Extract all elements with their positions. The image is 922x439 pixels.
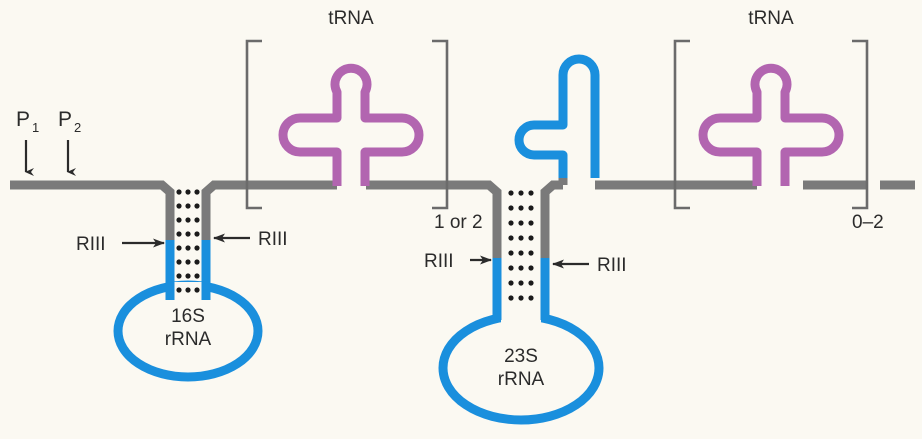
riii-16s-left: RIII <box>76 234 165 255</box>
rrna-16s-stem-rejoin <box>165 240 211 300</box>
bracket-trailer-left <box>673 39 690 210</box>
bracket-spacer-trna <box>245 39 449 210</box>
rrna-23s-label-line1: 23S <box>504 346 538 367</box>
bracket-trailer-count: 0–2 <box>852 212 884 233</box>
rrna-16s-label-line1: 16S <box>171 306 205 327</box>
bracket-trailer-trna <box>673 39 869 210</box>
riii-23s-left-label: RIII <box>424 251 454 272</box>
bracket-trailer-right <box>852 39 869 210</box>
promoter-p1: P 1 <box>16 108 39 176</box>
promoter-p2-subscript: 2 <box>74 120 81 135</box>
riii-16s-right-label: RIII <box>258 229 288 250</box>
transcript-backbone <box>10 178 915 258</box>
promoter-p1-subscript: 1 <box>32 120 39 135</box>
riii-16s-left-label: RIII <box>76 234 106 255</box>
basepair-dots-16s <box>176 189 200 293</box>
riii-23s-right-label: RIII <box>597 255 627 276</box>
bracket-spacer-left <box>245 39 262 210</box>
rrna-23s-stem-gap-mask <box>501 302 541 324</box>
trna-last-cloverleaf <box>698 63 844 186</box>
segment-leader <box>10 180 175 240</box>
trna-blue-structure <box>514 54 600 178</box>
segment-16s-to-trna1 <box>201 180 337 240</box>
bracket-spacer-right <box>432 39 449 210</box>
riii-23s-left: RIII <box>424 251 492 272</box>
rrna-23s-stem-rejoin <box>492 258 550 320</box>
trna-first-structure <box>278 63 424 186</box>
trna-last-label: tRNA <box>748 8 794 29</box>
trna-last-structure <box>698 63 844 186</box>
trna-first-label: tRNA <box>328 8 374 29</box>
rrna-16s-label-line2: rRNA <box>165 329 212 350</box>
trna-first-cloverleaf <box>278 63 424 186</box>
promoter-p1-label: P <box>16 108 30 131</box>
segment-trna1-to-23s <box>366 180 502 258</box>
rrna-23s-label-line2: rRNA <box>498 369 545 390</box>
trna-blue-partial-cloverleaf <box>514 54 600 178</box>
segment-23s-right <box>540 180 563 258</box>
promoter-p2-label: P <box>58 108 72 131</box>
basepair-dots-23s <box>508 190 534 301</box>
bracket-spacer-count: 1 or 2 <box>434 212 483 233</box>
promoter-p2: P 2 <box>58 108 81 176</box>
riii-23s-right: RIII <box>552 255 627 276</box>
riii-16s-right: RIII <box>213 229 288 250</box>
